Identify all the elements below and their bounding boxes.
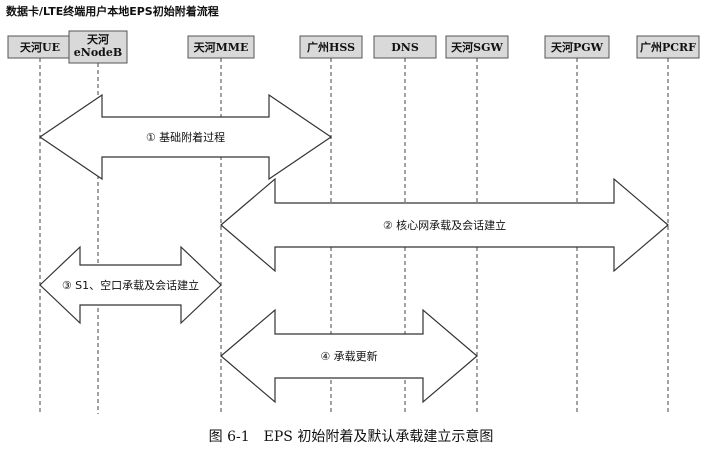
entity-label: 天河 [87,32,109,46]
entity-label: DNS [391,41,419,54]
process-arrow-3: ③ S1、空口承载及会话建立 [39,245,222,325]
entity-box [187,35,255,59]
entity-sgw: 天河SGW [445,35,509,59]
process-arrow-1: ① 基础附着过程 [38,93,333,181]
entity-ue: 天河UE [7,35,73,59]
entity-hss: 广州HSS [299,35,363,59]
entity-label: 天河UE [20,40,60,54]
entity-label: 广州PCRF [640,40,696,54]
entity-box [636,35,700,59]
arrow-label: ④ 承载更新 [320,349,377,363]
entity-pgw: 天河PGW [544,35,610,59]
entity-label: 天河SGW [451,40,503,54]
arrow-label: ① 基础附着过程 [146,130,225,144]
double-arrow-shape [38,93,333,181]
entity-pcrf: 广州PCRF [636,35,700,59]
entity-box [373,35,437,59]
entity-label: 天河PGW [551,40,604,54]
double-arrow-shape [220,308,478,404]
process-arrow-2: ② 核心网承载及会话建立 [220,177,669,273]
entity-mme: 天河MME [187,35,255,59]
figure-caption: 图 6-1 EPS 初始附着及默认承载建立示意图 [208,429,494,445]
entity-box [544,35,610,59]
entity-box [299,35,363,59]
entity-dns: DNS [373,35,437,59]
process-arrow-4: ④ 承载更新 [220,308,478,404]
double-arrow-shape [220,177,669,273]
entity-label: 天河MME [194,40,249,54]
entity-box [68,30,128,64]
arrow-label: ② 核心网承载及会话建立 [383,218,506,232]
arrow-label: ③ S1、空口承载及会话建立 [62,278,199,292]
entity-box [445,35,509,59]
diagram-title: 数据卡/LTE终端用户本地EPS初始附着流程 [6,5,219,18]
arrows: ① 基础附着过程 ② 核心网承载及会话建立 ③ S1、空口承载及会话建立 ④ 承载更新 [38,93,669,404]
entity-label: eNodeB [74,46,122,59]
entity-label: 广州HSS [307,40,355,54]
double-arrow-shape [39,245,222,325]
